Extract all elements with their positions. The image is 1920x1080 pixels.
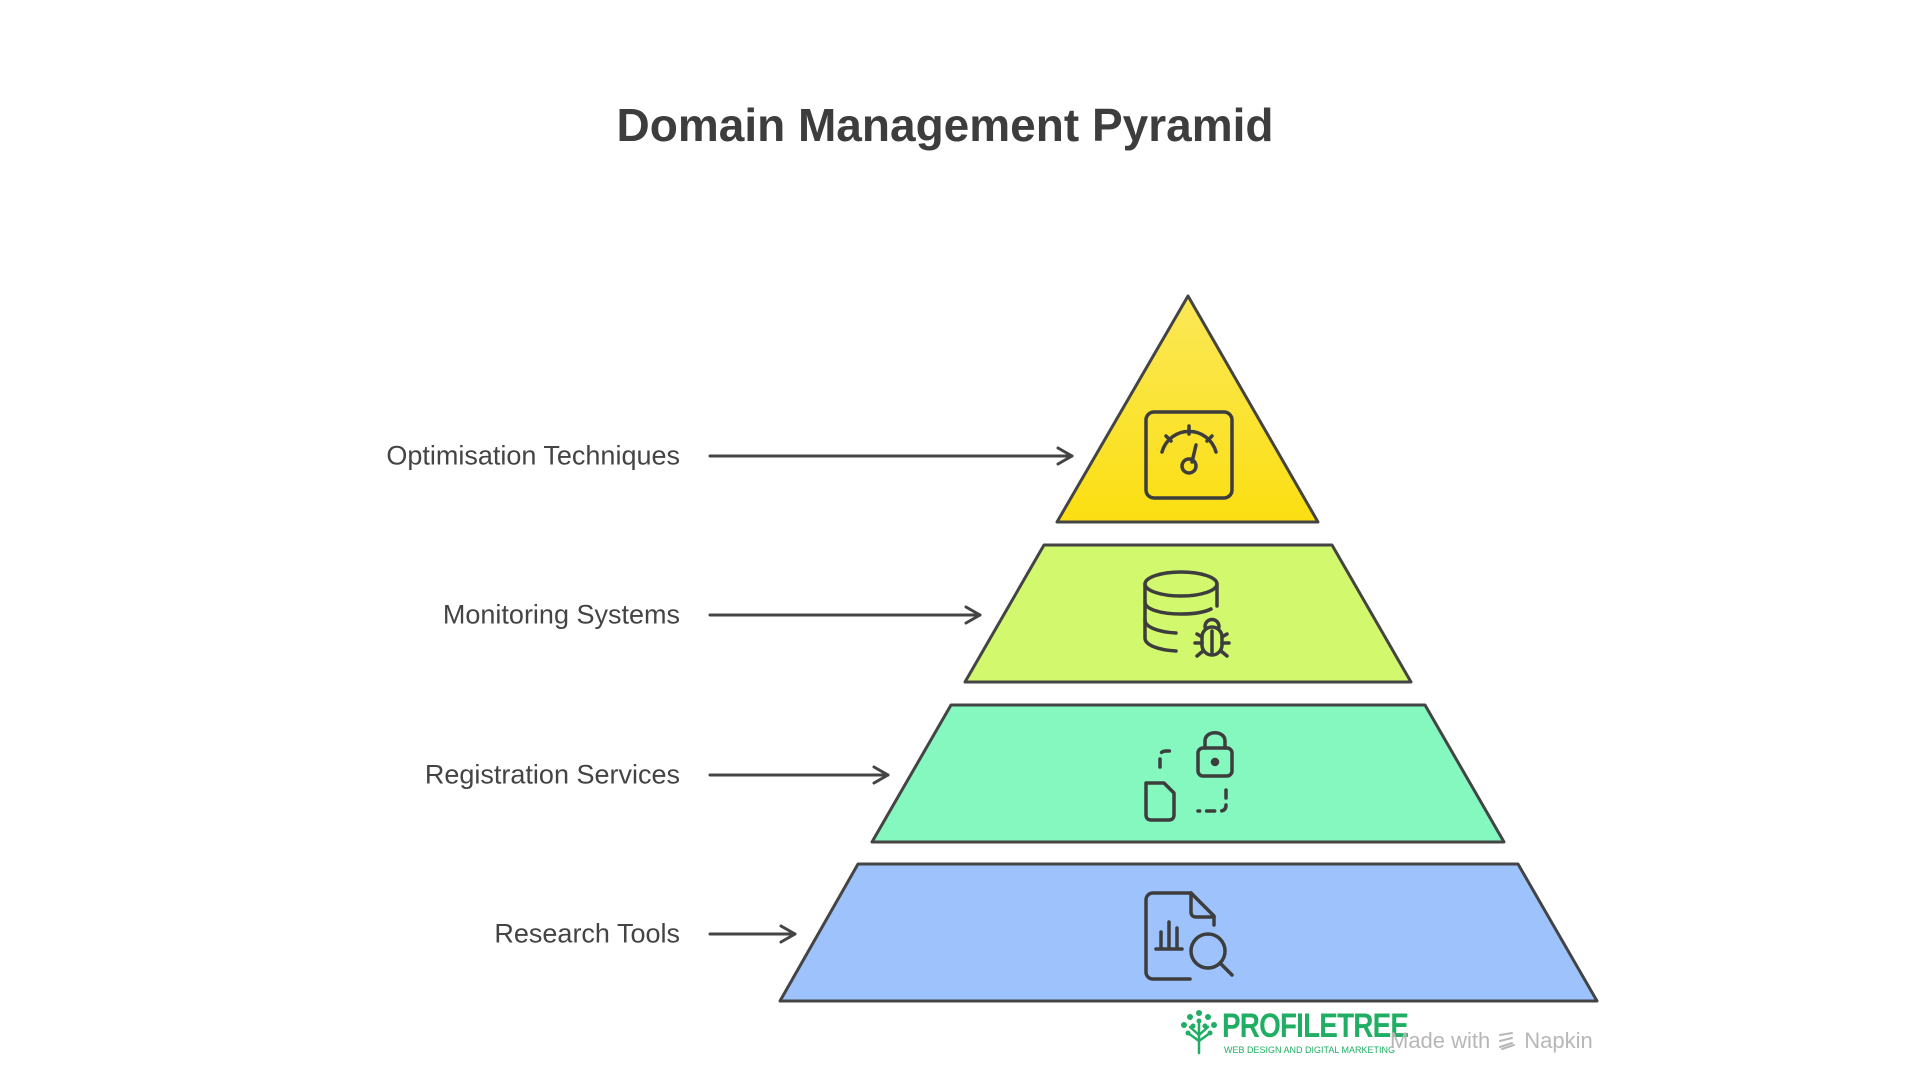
pyramid-tier-research	[778, 862, 1599, 1003]
napkin-logo-icon	[1499, 1032, 1516, 1050]
file-transfer-lock-icon	[1144, 731, 1234, 822]
tree-logo-icon	[1181, 1010, 1217, 1055]
made-with-napkin: Made with Napkin	[1390, 1028, 1593, 1054]
level-label-optimisation: Optimisation Techniques	[386, 440, 680, 471]
pyramid-tier-optimisation	[1055, 294, 1320, 524]
made-with-text: Made with	[1390, 1028, 1491, 1053]
napkin-text: Napkin	[1524, 1028, 1593, 1053]
brand-tagline: WEB DESIGN AND DIGITAL MARKETING	[1224, 1045, 1396, 1055]
speedometer-icon	[1144, 410, 1234, 500]
level-label-monitoring: Monitoring Systems	[442, 599, 680, 630]
profiletree-logo: PROFILETREE WEB DESIGN AND DIGITAL MARKE…	[1178, 1005, 1409, 1057]
diagram-title: Domain Management Pyramid	[616, 99, 1274, 151]
level-label-registration: Registration Services	[424, 759, 680, 790]
brand-name: PROFILETREE	[1222, 1007, 1409, 1045]
level-label-research: Research Tools	[494, 918, 680, 949]
pyramid-tier-registration	[870, 703, 1506, 844]
document-search-chart-icon	[1144, 891, 1234, 981]
database-bug-icon	[1143, 570, 1231, 658]
